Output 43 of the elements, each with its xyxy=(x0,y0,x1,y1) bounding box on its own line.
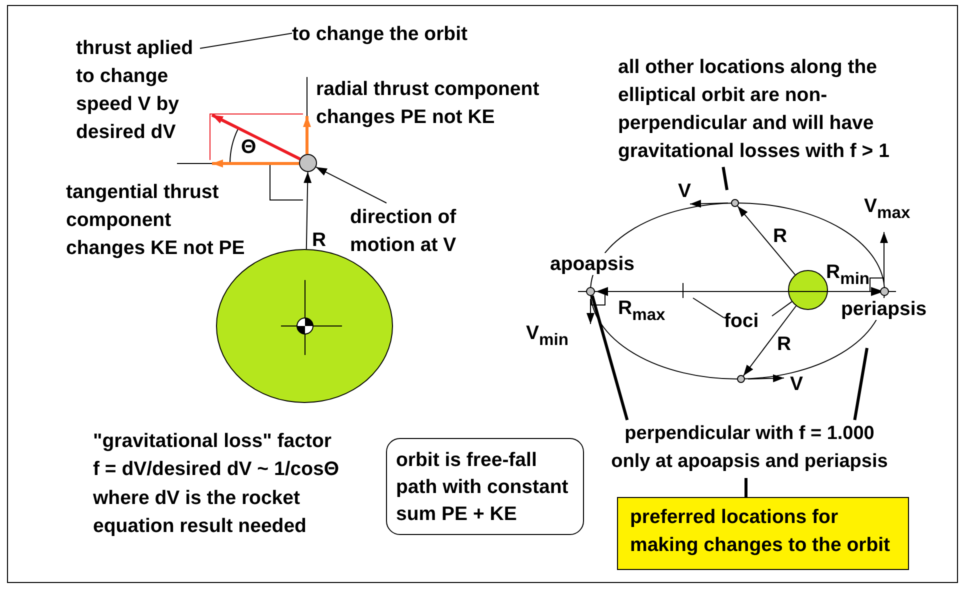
annotation-text: perpendicular with f = 1.000 only at apoapsis and periapsis xyxy=(607,420,892,478)
arrow xyxy=(737,206,796,276)
distance-label: R$_{max}$ xyxy=(618,296,666,322)
leader-line xyxy=(692,298,724,318)
velocity-label: V$_{min}$ xyxy=(526,321,568,347)
leader-line xyxy=(590,295,629,420)
leader-line xyxy=(722,166,728,190)
velocity-label: V xyxy=(678,179,692,204)
point-label: periapsis xyxy=(840,298,928,320)
highlight-box: preferred locations for making changes to the orbit xyxy=(617,497,909,570)
edge-label: R xyxy=(777,332,792,357)
planet-circle xyxy=(788,270,828,310)
annotation-text: direction of motion at V xyxy=(350,203,478,259)
spacecraft-circle xyxy=(299,154,317,172)
velocity-label: V$_{max}$ xyxy=(864,194,910,220)
annotation-text: thrust aplied to change speed V by desired dV xyxy=(76,34,200,152)
apoapsis-point xyxy=(586,287,595,296)
arrow xyxy=(304,172,312,250)
leader-line xyxy=(772,301,792,316)
annotation-text: all other locations along the elliptical orbit are non-perpendicular and will have gravitational losses with f > 1 xyxy=(618,53,900,167)
formula-text: "gravitational loss" factor xyxy=(93,429,332,454)
point-label: apoapsis xyxy=(549,253,636,275)
leader-line xyxy=(200,32,292,49)
edge-label: R xyxy=(312,228,326,253)
orbit-point xyxy=(731,199,739,207)
annotation-text: to change the orbit xyxy=(292,20,492,48)
arrow xyxy=(742,306,796,376)
periapsis-point xyxy=(880,287,889,296)
note-text: where dV is the rocket equation result needed xyxy=(93,486,308,539)
annotation-text: foci xyxy=(724,307,772,335)
orbit-point xyxy=(737,375,745,383)
distance-label: R$_{min}$ xyxy=(826,260,870,286)
velocity-label: V xyxy=(790,372,804,397)
annotation-text: radial thrust component changes PE not KE xyxy=(316,75,561,131)
annotation-text: tangential thrust component changes KE not PE xyxy=(66,178,246,262)
arrow xyxy=(316,166,387,204)
leader-line xyxy=(853,348,868,420)
arrow xyxy=(212,160,299,168)
arrow xyxy=(303,116,311,154)
leader-line xyxy=(744,478,748,497)
formula-text: f = dV/desired dV ~ 1/cosΘ xyxy=(93,457,340,482)
note-box: orbit is free-fall path with constant sum PE + KE xyxy=(386,438,584,535)
edge-label: R xyxy=(773,224,788,249)
